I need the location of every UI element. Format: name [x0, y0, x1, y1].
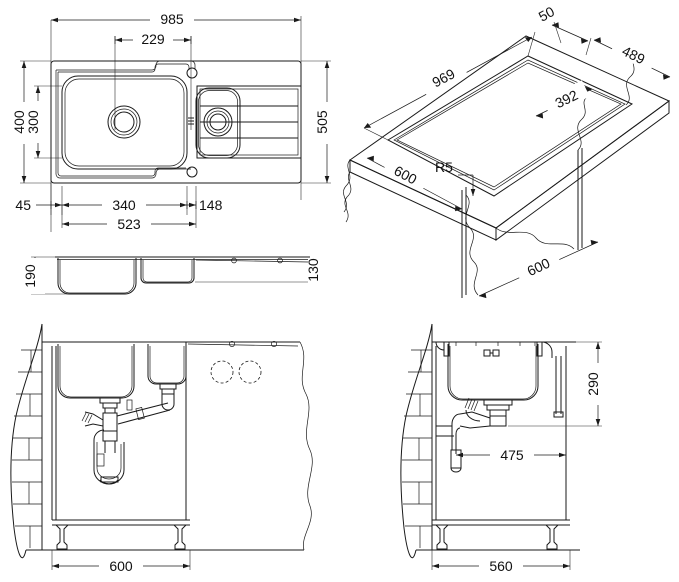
dim-trap-offset: 475: [456, 446, 566, 463]
dim-45-label: 45: [15, 197, 31, 213]
dim-523-label: 523: [117, 216, 141, 232]
dim-190-label: 190: [22, 264, 38, 288]
tap-knockout-right: [238, 360, 262, 384]
waste-trap-assembly-side: [436, 397, 513, 473]
cabinet-legs: [26, 524, 304, 551]
plan-extension-lines: [20, 16, 331, 232]
cabinet-front-section-view: 600: [10, 323, 313, 574]
dim-130-label: 130: [305, 258, 321, 282]
tap-hole-upper: [186, 67, 198, 79]
dim-corner-radius: R5: [435, 159, 476, 196]
dim-50-label: 50: [536, 3, 557, 25]
dim-overall-depth: 505: [314, 61, 337, 183]
dim-bowls-total: 523: [62, 215, 196, 232]
brick-courses-side: [402, 349, 433, 548]
dim-400-label: 400: [11, 110, 27, 134]
tap-knockout-left: [210, 360, 234, 384]
plan-view: 985 229 400 300: [11, 10, 337, 232]
sink-bowls-section: [52, 341, 299, 399]
isometric-view: 969 50 489 392: [343, 0, 671, 299]
sink-bowl-side-section: [435, 341, 576, 418]
cabinet-side-section-view: 290 475 560: [400, 323, 608, 574]
dim-148-label: 148: [199, 197, 223, 213]
cabinet-panels: [461, 53, 636, 298]
dim-505-label: 505: [314, 110, 330, 134]
drainer: [196, 85, 302, 159]
main-bowl: [61, 75, 188, 170]
worktop-solid: [343, 35, 670, 241]
dim-475-label: 475: [500, 447, 524, 463]
dim-985-label: 985: [160, 11, 184, 27]
dim-edge-offset: 50: [527, 0, 592, 56]
overflow-slot: [188, 117, 194, 125]
dim-half-bowl-depth: 130: [305, 250, 328, 288]
dim-600-cabinet-label: 600: [109, 558, 133, 574]
brick-courses: [12, 349, 43, 548]
dim-cutout-length: 969: [363, 31, 536, 141]
dim-main-bowl-depth: 190: [22, 257, 45, 294]
dim-overall-width: 985: [51, 10, 301, 27]
dim-229-label: 229: [141, 31, 165, 47]
dim-340-label: 340: [112, 197, 136, 213]
front-elevation-view: 190 130: [22, 250, 328, 295]
dim-300-label: 300: [25, 110, 41, 134]
tap-hole-lower: [186, 166, 198, 178]
brick-wall-side: [400, 323, 580, 559]
dim-cabinet-width-iso: 600: [478, 239, 599, 299]
waste-trap-assembly: [81, 383, 177, 485]
dim-sink-top-to-trap: 290: [508, 341, 608, 427]
sink-front-profile: [55, 256, 310, 295]
cabinet-body-side: [431, 341, 576, 526]
dim-cutout-width: 489: [593, 36, 671, 80]
dim-290-label: 290: [585, 372, 601, 396]
worktop-cutout: [386, 55, 634, 197]
dim-tap-hole-spacing: 229: [114, 30, 192, 47]
dim-bowl-height-inner: 300: [25, 86, 48, 158]
bowl-badge: [483, 349, 500, 357]
cabinet-legs-side: [416, 524, 576, 551]
dim-cabinet-depth: 560: [431, 550, 571, 574]
half-bowl: [195, 87, 241, 159]
dim-inner-width: 392: [535, 80, 593, 119]
dim-cabinet-width-front: 600: [51, 550, 191, 574]
cabinet-body: [42, 341, 313, 551]
dim-r5-label: R5: [435, 159, 453, 175]
dim-bowl-widths-row: 45 340 148: [15, 196, 223, 213]
dim-560-label: 560: [489, 558, 513, 574]
